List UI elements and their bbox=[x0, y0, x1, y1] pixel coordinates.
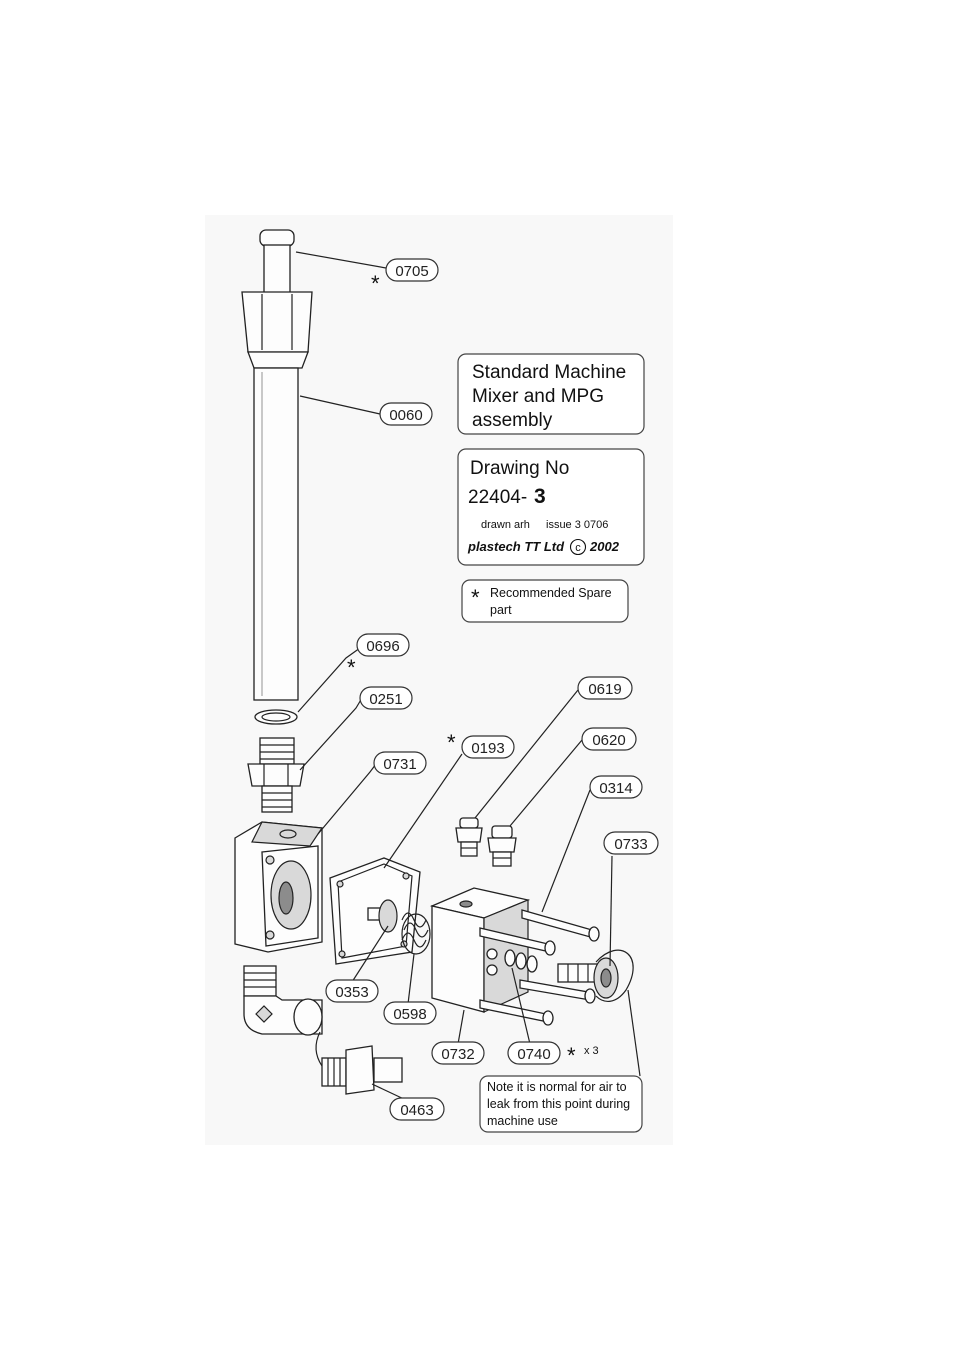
tag-label: 0733 bbox=[614, 836, 647, 853]
tag-label: 0619 bbox=[588, 681, 621, 698]
tag-label: 0353 bbox=[335, 984, 368, 1001]
note-line-1: Note it is normal for air to bbox=[487, 1080, 627, 1094]
part-0705-hose-tail bbox=[259, 229, 295, 294]
tag-label: 0314 bbox=[599, 780, 632, 797]
part-tag-0731: 0731 bbox=[373, 751, 427, 775]
drawing-number-issue: 3 bbox=[534, 485, 546, 508]
part-0463-coupling bbox=[315, 1031, 403, 1095]
title-line-1: Standard Machine bbox=[472, 362, 626, 383]
part-0353-poppet bbox=[367, 899, 398, 933]
part-tag-0193: 0193 bbox=[461, 735, 515, 759]
part-tag-0732: 0732 bbox=[431, 1041, 485, 1065]
drawn-by: drawn arh bbox=[481, 519, 530, 531]
copyright-letter: c bbox=[575, 542, 581, 554]
title-line-3: assembly bbox=[472, 410, 553, 431]
part-tag-0314: 0314 bbox=[589, 775, 643, 799]
tag-label: 0732 bbox=[441, 1046, 474, 1063]
spare-star-0696: * bbox=[347, 655, 356, 680]
part-tag-0598: 0598 bbox=[383, 1001, 437, 1025]
title-line-2: Mixer and MPG bbox=[472, 386, 604, 407]
drawing-no-label: Drawing No bbox=[470, 458, 569, 479]
part-tag-0463: 0463 bbox=[389, 1097, 445, 1121]
part-hex-nut bbox=[241, 291, 313, 369]
legend-line-1: Recommended Spare bbox=[490, 586, 612, 600]
tag-label: 0193 bbox=[471, 740, 504, 757]
part-tag-0696: 0696 bbox=[356, 633, 410, 657]
tag-label: 0705 bbox=[395, 263, 428, 280]
part-0740-seals bbox=[504, 949, 538, 973]
tag-label: 0696 bbox=[366, 638, 399, 655]
tag-label: 0620 bbox=[592, 732, 625, 749]
legend-star: * bbox=[471, 585, 480, 610]
spare-star-0193: * bbox=[447, 730, 456, 755]
part-0696-o-ring bbox=[254, 709, 298, 725]
part-tag-0353: 0353 bbox=[325, 979, 379, 1003]
part-0060-tube bbox=[253, 367, 299, 701]
tag-label: 0251 bbox=[369, 691, 402, 708]
legend-line-2: part bbox=[490, 603, 512, 617]
tag-label: 0463 bbox=[400, 1102, 433, 1119]
title-box: Standard Machine Mixer and MPG assembly bbox=[457, 353, 645, 435]
spare-star-0705: * bbox=[371, 271, 380, 296]
copyright-icon bbox=[569, 538, 587, 556]
drawing-number-prefix: 22404- bbox=[468, 487, 527, 508]
tag-label: 0060 bbox=[389, 407, 422, 424]
part-0598-spring bbox=[401, 912, 431, 955]
part-tag-0740: 0740 bbox=[507, 1041, 561, 1065]
quantity-note: x 3 bbox=[584, 1045, 599, 1057]
tag-label: 0731 bbox=[383, 756, 416, 773]
leader-lines bbox=[295, 251, 641, 1101]
issue-code: issue 3 0706 bbox=[546, 519, 608, 531]
copyright-year: 2002 bbox=[589, 539, 620, 554]
legend-box: * Recommended Spare part bbox=[461, 579, 629, 623]
tag-label: 0740 bbox=[517, 1046, 550, 1063]
note-line-2: leak from this point during bbox=[487, 1097, 630, 1111]
tag-label: 0598 bbox=[393, 1006, 426, 1023]
part-0733-spool bbox=[557, 949, 634, 1002]
part-0251-adaptor bbox=[247, 737, 305, 813]
note-box: Note it is normal for air to leak from t… bbox=[479, 1075, 643, 1133]
part-0619-fitting bbox=[455, 817, 483, 857]
part-0314-bolts bbox=[479, 909, 600, 1026]
part-0620-fitting bbox=[487, 825, 517, 867]
note-line-3: machine use bbox=[487, 1114, 558, 1128]
drawing-number-box: Drawing No 22404- 3 drawn arh issue 3 07… bbox=[457, 448, 645, 566]
part-elbow bbox=[243, 965, 323, 1036]
spare-star-0740: * bbox=[567, 1043, 576, 1068]
part-0732-valve-block bbox=[429, 887, 531, 1013]
part-0731-mixer-body bbox=[234, 821, 324, 953]
part-tag-0060: 0060 bbox=[379, 402, 433, 426]
part-tag-0620: 0620 bbox=[581, 727, 637, 751]
part-tag-0251: 0251 bbox=[359, 686, 413, 710]
part-tag-0733: 0733 bbox=[603, 831, 659, 855]
part-tag-0619: 0619 bbox=[577, 676, 633, 700]
part-tag-0705: 0705 bbox=[385, 258, 439, 282]
company-name: plastech TT Ltd bbox=[467, 539, 565, 554]
